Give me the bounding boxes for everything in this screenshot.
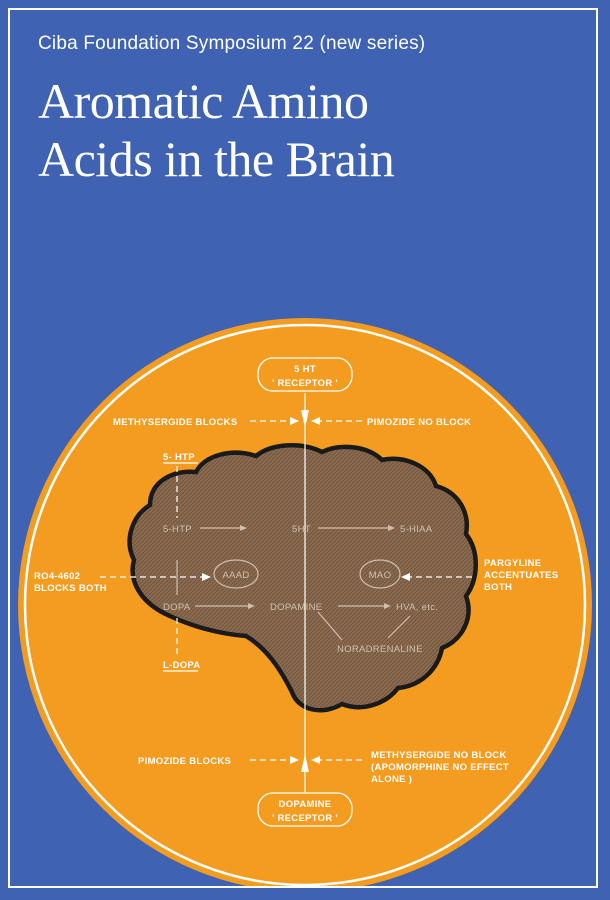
inner-5hiaa: 5-HIAA <box>400 524 433 535</box>
series-label: Ciba Foundation Symposium 22 (new series… <box>38 33 426 54</box>
brain-shape <box>127 443 478 713</box>
aaad-ellipse <box>213 559 259 589</box>
htp-input-label: 5- HTP <box>163 452 195 463</box>
dopamine-receptor-box <box>257 792 353 827</box>
axis-arrow-top <box>301 410 309 428</box>
pimozide-no-block-label: PIMOZIDE NO BLOCK <box>367 417 471 428</box>
pimozide-blocks-label: PIMOZIDE BLOCKS <box>138 756 231 767</box>
pargyline-label-1: PARGYLINE <box>484 558 541 569</box>
pathway-arrow-1-head <box>240 525 247 531</box>
ldopa-input-label: L-DOPA <box>163 660 201 671</box>
pathway-arrow-2-head <box>388 525 395 531</box>
methysergide-no-block-2: (APOMORPHINE NO EFFECT <box>371 762 509 773</box>
cover-frame <box>8 8 598 888</box>
methysergide-no-block-arrow-head <box>311 756 320 764</box>
methysergide-blocks-label: METHYSERGIDE BLOCKS <box>113 417 237 428</box>
inner-noradrenaline: NORADRENALINE <box>337 644 423 655</box>
ro4-label-2: BLOCKS BOTH <box>34 583 107 594</box>
axis-arrow-bottom <box>301 754 309 772</box>
title-line-2: Acids in the Brain <box>38 131 395 187</box>
noradrenaline-branch <box>317 611 343 641</box>
serotonin-receptor-sub: ' RECEPTOR ' <box>272 378 338 389</box>
pimozide-blocks-arrow-head <box>290 756 299 764</box>
serotonin-receptor-box <box>257 357 353 392</box>
title-line-1: Aromatic Amino <box>38 73 369 129</box>
book-title: Aromatic Amino Acids in the Brain <box>38 72 395 188</box>
pargyline-arrow-head <box>401 573 410 581</box>
pathway-arrow-4-head <box>384 603 391 609</box>
inner-dopa: DOPA <box>163 602 191 613</box>
ro4-arrow-head <box>202 573 211 581</box>
pimozide-arrow-head <box>311 417 320 425</box>
disc-ring <box>23 323 587 886</box>
inner-5ht: 5HT <box>292 524 311 535</box>
inner-dopamine: DOPAMINE <box>270 602 322 613</box>
pathway-arrow-3-head <box>248 603 255 609</box>
pargyline-label-2: ACCENTUATES <box>484 570 558 581</box>
dopamine-receptor-sub: ' RECEPTOR ' <box>272 813 338 824</box>
methysergide-no-block-3: ALONE ) <box>371 774 412 785</box>
methysergide-arrow-head <box>290 417 299 425</box>
dopamine-receptor-label: DOPAMINE <box>279 799 332 810</box>
serotonin-receptor-label: 5 HT <box>294 364 316 375</box>
methysergide-no-block-1: METHYSERGIDE NO BLOCK <box>371 750 507 761</box>
mao-ellipse <box>359 559 401 589</box>
noradrenaline-to-hva <box>387 615 411 639</box>
inner-aaad: AAAD <box>222 570 249 581</box>
ro4-label-1: RO4-4602 <box>34 571 80 582</box>
inner-hva: HVA, etc. <box>396 602 438 613</box>
pargyline-label-3: BOTH <box>484 582 512 593</box>
inner-5htp: 5-HTP <box>163 524 192 535</box>
inner-mao: MAO <box>369 570 392 581</box>
